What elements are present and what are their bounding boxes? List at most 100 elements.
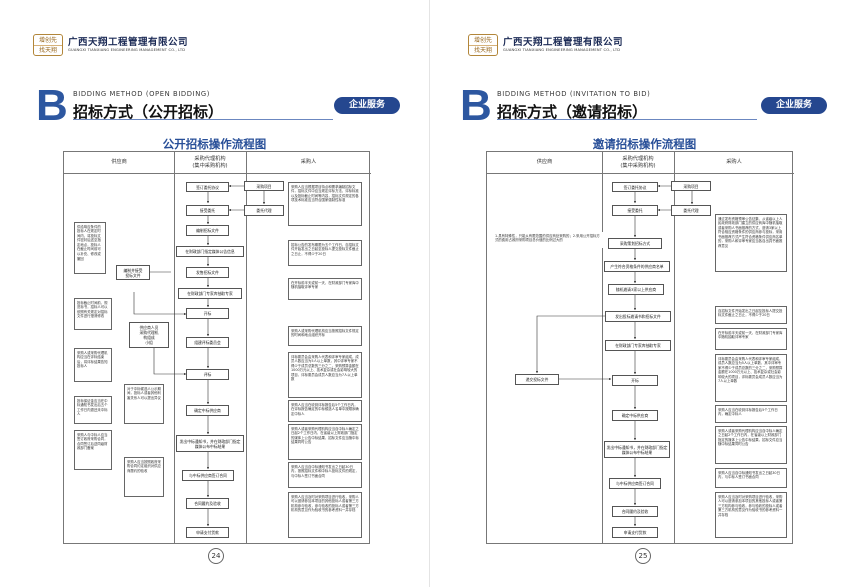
lane-divider <box>174 152 175 543</box>
lane-divider <box>674 152 675 543</box>
flow-box: 供应商人员 采购代理机 构组成 小组 <box>129 322 169 348</box>
note-purchaser: 评标委员会由采购人代表和评审专家组成，成员人数应当为5人以上单数，其中评审专家不… <box>288 352 362 398</box>
page-number: 24 <box>208 548 224 564</box>
service-badge: 企业服务 <box>761 97 827 114</box>
flow-box: 委托代理 <box>244 205 284 216</box>
flow-box: 采购项目 <box>671 181 711 191</box>
note-purchaser: 采购人或采购代理机构应当按照招标文件规定的时间和地点组织开标 <box>288 326 362 346</box>
seal-line-2: 找天翔 <box>469 45 497 55</box>
flow-box: 递交投标文件 <box>515 374 559 385</box>
note-supplier: 采购人应当按照政府采购合同约定组织对供应商履约的验收 <box>124 457 164 497</box>
flow-box: 合同履约及验收 <box>186 498 229 509</box>
left-page: 增创先 找天翔 广西天翔工程管理有限公司 GUANGXI TIANXIANG E… <box>0 0 429 587</box>
flow-box: 组建评标委员会 <box>186 337 229 348</box>
heading-cn: 招标方式（公开招标） <box>73 103 224 121</box>
flow-box: 与中标供应商签订合同 <box>609 478 661 489</box>
note-purchaser: 采购人应当在收到评标报告后5个工作日内，在评标报告确定的中标候选人名单中按顺序确… <box>288 400 362 422</box>
flow-box: 发售招标文件 <box>186 267 229 278</box>
flow-box: 签订委托协议 <box>186 182 229 192</box>
flow-box: 发出中标通知书，并在财政部门指定媒体公布中标结果 <box>604 441 670 458</box>
flow-box: 在财政部门专家库抽取专家 <box>605 340 671 351</box>
flow-box: 确定中标供应商 <box>612 410 658 421</box>
flow-box: 申请支付货款 <box>612 527 658 538</box>
company-seal: 增创先 找天翔 <box>468 34 498 56</box>
flow-box: 发出中标通知书，并在财政部门指定媒体公布中标结果 <box>176 435 244 452</box>
column-purchaser: 采购人 <box>674 152 794 174</box>
flow-box: 开标 <box>612 375 658 386</box>
company-logo: 增创先 找天翔 广西天翔工程管理有限公司 GUANGXI TIANXIANG E… <box>33 34 188 56</box>
note-supplier: 采购人与中标人应当签订政府采购合同，合同签订后送同级财政部门备案 <box>74 430 112 470</box>
note-purchaser: 采购人应当在收到评标报告后5个工作日内，确定中标人 <box>715 405 787 423</box>
note-purchaser: 通过发布资格预审公告征集、从省级以上人民政府财政部门建立的供应商库中随机抽取或者… <box>715 214 787 272</box>
heading-en: BIDDING METHOD (OPEN BIDDING) <box>73 90 210 98</box>
note-supplier: 供给响应条件的投标人在规定时间内，将投标文件密封后送至指定地点，投标人在截止时间… <box>74 222 106 274</box>
column-purchaser: 采购人 <box>246 152 371 174</box>
section-letter: B <box>36 81 68 130</box>
company-name-cn: 广西天翔工程管理有限公司 <box>503 37 624 48</box>
flow-box: 发出投标邀请书和招标文件 <box>605 311 671 322</box>
heading-rule <box>73 119 333 120</box>
note-purchaser: 在开标前半天或前一天，在财政部门专家库中随机抽取评审专家 <box>288 278 362 300</box>
seal-line-1: 增创先 <box>38 37 57 44</box>
page-number: 25 <box>635 548 651 564</box>
flow-box: 在财政部门指定媒体公告信息 <box>176 246 244 257</box>
note-purchaser: 采购人应当及时对采购项目进行验收，采购人可以邀请参加本项目的其他投标人或者第三方… <box>715 492 787 538</box>
note-supplier: 1.具有特殊性，只能从有限范围的供应商处采购的；2.采用公开招标方式的费用占政府… <box>493 232 605 248</box>
heading-en: BIDDING METHOD (INVITATION TO BID) <box>497 90 651 98</box>
column-supplier: 供应商 <box>487 152 602 174</box>
flowchart-frame: 供应商 采购代理机构 (集中采购机构) 采购人 <box>486 151 794 544</box>
flow-box: 开标 <box>186 308 229 319</box>
lane-divider <box>246 152 247 543</box>
flow-box: 确定中标供应商 <box>186 405 229 416</box>
service-badge: 企业服务 <box>334 97 400 114</box>
note-supplier: 投标截止时间前，规范标书，招标人可以依照有关规定对招标文件进行澄清修改 <box>74 298 112 330</box>
heading-cn: 招标方式（邀请招标） <box>497 103 648 121</box>
note-purchaser: 采购人应当及时对采购项目进行验收，采购人可以邀请参加本项目的其他投标人或者第三方… <box>288 492 362 538</box>
lane-divider <box>602 152 603 543</box>
column-agency: 采购代理机构 (集中采购机构) <box>174 152 246 174</box>
note-purchaser: 采购人或者采购代理机构应当自中标人确定之日起2个工作日内，在省级以上财政部门指定… <box>288 424 362 460</box>
flow-box: 与中标供应商签订合同 <box>182 470 234 481</box>
flow-box: 签订委托协议 <box>612 182 658 192</box>
note-supplier: 采购人或采购代理机构应当在评标结束后，将评标结果告知投标人 <box>74 348 112 382</box>
seal-line-1: 增创先 <box>473 37 492 44</box>
flow-box: 产生符合资格条件的供应商名单 <box>604 261 670 272</box>
flow-box: 申请支付货款 <box>186 527 229 538</box>
flow-title: 邀请招标操作流程图 <box>592 137 697 151</box>
flow-box: 接受委托 <box>612 205 658 216</box>
heading-rule <box>497 119 757 120</box>
section-letter: B <box>460 81 492 130</box>
flow-box: 编制并接受 投标文件 <box>116 265 150 280</box>
seal-line-2: 找天翔 <box>34 45 62 55</box>
note-purchaser: 自招标文件开始发出之日起至投标人提交投标文件截止之日止，不得少于20日 <box>715 306 787 324</box>
note-purchaser: 采购人或者采购代理机构应当自中标人确定之日起2个工作日内，在省级以上财政部门指定… <box>715 426 787 464</box>
page-spine <box>429 0 430 587</box>
right-page: 增创先 找天翔 广西天翔工程管理有限公司 GUANGXI TIANXIANG E… <box>430 0 859 587</box>
note-purchaser: 评标委员会由采购人代表和评审专家组成，成员人数应当为5人以上单数，其中评审专家不… <box>715 354 787 402</box>
flow-box: 编制招标文件 <box>186 225 229 236</box>
flow-box: 接受委托 <box>186 205 229 216</box>
note-purchaser: 招标公告的发布期限为五个工作日，自招标文件开始发出之日起至投标人提交投标文件截止… <box>288 240 362 266</box>
company-seal: 增创先 找天翔 <box>33 34 63 56</box>
note-purchaser: 采购人应当根据项目特点和需求编制招标文件，招标文件中应当规定评标方法、评标标准以… <box>288 182 362 226</box>
note-purchaser: 在开标前半天或前一天，在财政部门专家库中随机抽取评审专家 <box>715 328 787 350</box>
flow-box: 在财政部门专家库抽取专家 <box>178 288 242 299</box>
company-name-en: GUANGXI TIANXIANG ENGINEERING MANAGEMENT… <box>68 48 186 52</box>
flow-box: 评标 <box>186 369 229 380</box>
note-supplier: 对于中标候选人公示期间，投标人或者其他利害关系人可以提出异议 <box>124 384 164 424</box>
flow-title: 公开招标操作流程图 <box>162 137 267 151</box>
note-purchaser: 采购人应当自中标通知书发出之日起30日内，按照招标文件和中标人投标文件的规定，与… <box>288 462 362 488</box>
flowchart-frame: 供应商 采购代理机构 (集中采购机构) 采购人 <box>63 151 371 544</box>
flow-box: 采购策划招标方式 <box>608 238 662 249</box>
flow-box: 采购项目 <box>244 181 284 191</box>
flow-box: 随机邀请3家以上供应商 <box>608 284 664 295</box>
flow-box: 合同履约及验收 <box>612 506 658 517</box>
company-name-en: GUANGXI TIANXIANG ENGINEERING MANAGEMENT… <box>503 48 621 52</box>
note-supplier: 投标保证金应当在中标通知书发出后五个工作日内退还未中标人 <box>74 396 112 424</box>
column-agency: 采购代理机构 (集中采购机构) <box>602 152 674 174</box>
company-name-cn: 广西天翔工程管理有限公司 <box>68 37 189 48</box>
company-logo: 增创先 找天翔 广西天翔工程管理有限公司 GUANGXI TIANXIANG E… <box>468 34 623 56</box>
note-purchaser: 采购人应当自中标通知书发出之日起30日内，与中标人签订书面合同 <box>715 468 787 488</box>
flow-box: 委托代理 <box>671 205 711 216</box>
column-supplier: 供应商 <box>64 152 174 174</box>
